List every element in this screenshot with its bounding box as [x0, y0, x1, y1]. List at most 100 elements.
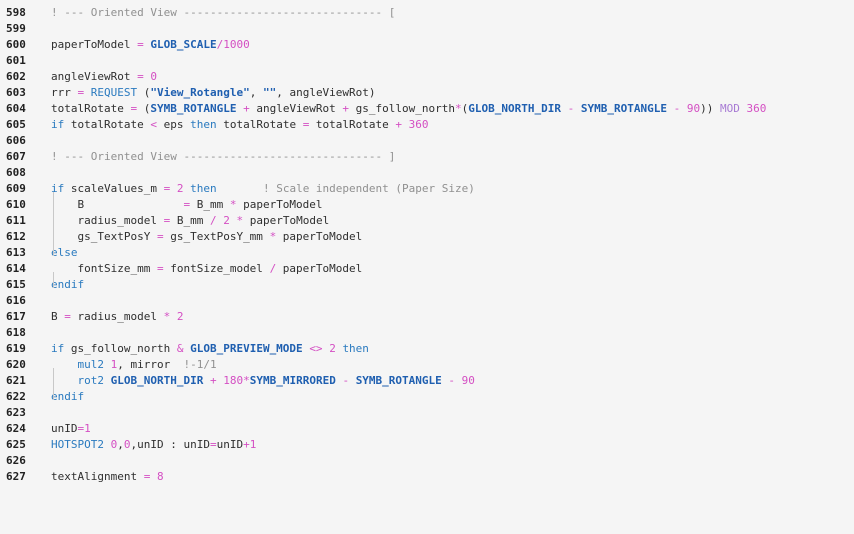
token-plain: paperToModel — [276, 230, 363, 243]
code-text[interactable]: rrr = REQUEST ("View_Rotangle", "", angl… — [51, 85, 376, 101]
token-builtin: SYMB_ROTANGLE — [580, 102, 667, 115]
token-plain — [402, 118, 409, 131]
code-line[interactable]: 618 — [0, 325, 854, 341]
code-text[interactable]: totalRotate = (SYMB_ROTANGLE + angleView… — [51, 101, 766, 117]
token-plain: totalRotate — [309, 118, 396, 131]
code-line[interactable]: 621 rot2 GLOB_NORTH_DIR + 180*SYMB_MIRRO… — [0, 373, 854, 389]
line-number: 605 — [6, 118, 26, 131]
line-number: 614 — [6, 262, 26, 275]
token-plain: , mirror — [117, 358, 184, 371]
code-text[interactable]: rot2 GLOB_NORTH_DIR + 180*SYMB_MIRRORED … — [51, 373, 475, 389]
code-line[interactable]: 598 ! --- Oriented View -----------------… — [0, 5, 854, 21]
token-comment: !-1/1 — [183, 358, 217, 371]
token-op: / — [216, 38, 224, 51]
token-plain: , — [249, 86, 263, 99]
token-plain — [170, 310, 177, 323]
token-keyword: then — [190, 118, 217, 131]
token-builtin: SYMB_ROTANGLE — [150, 102, 237, 115]
token-plain: rrr — [51, 86, 78, 99]
token-keyword: else — [51, 246, 78, 259]
code-line[interactable]: 611 radius_model = B_mm / 2 * paperToMod… — [0, 213, 854, 229]
token-string: "View_Rotangle" — [150, 86, 250, 99]
code-text[interactable]: if totalRotate < eps then totalRotate = … — [51, 117, 429, 133]
code-text[interactable]: endif — [51, 277, 84, 293]
code-line[interactable]: 614 fontSize_mm = fontSize_model / paper… — [0, 261, 854, 277]
code-line[interactable]: 623 — [0, 405, 854, 421]
code-text[interactable]: else — [51, 245, 78, 261]
token-plain — [104, 438, 111, 451]
token-op: <> — [309, 342, 323, 355]
token-op: - — [448, 374, 456, 387]
token-number: 1 — [110, 358, 118, 371]
code-line[interactable]: 615 endif — [0, 277, 854, 293]
code-text[interactable]: if gs_follow_north & GLOB_PREVIEW_MODE <… — [51, 341, 369, 357]
line-number: 615 — [6, 278, 26, 291]
token-plain: B_mm — [190, 198, 230, 211]
code-line[interactable]: 626 — [0, 453, 854, 469]
code-line[interactable]: 606 — [0, 133, 854, 149]
code-text[interactable]: paperToModel = GLOB_SCALE/1000 — [51, 37, 250, 53]
line-number: 606 — [6, 134, 26, 147]
code-text[interactable]: radius_model = B_mm / 2 * paperToModel — [51, 213, 329, 229]
code-text[interactable]: HOTSPOT2 0,0,unID : unID=unID+1 — [51, 437, 256, 453]
code-text[interactable]: endif — [51, 389, 84, 405]
token-op: = — [209, 438, 217, 451]
code-line[interactable]: 599 — [0, 21, 854, 37]
line-number: 599 — [6, 22, 26, 35]
token-number: 1 — [249, 438, 257, 451]
code-line[interactable]: 597 — [0, 0, 854, 5]
code-text[interactable]: mul2 1, mirror !-1/1 — [51, 357, 217, 373]
code-text[interactable]: ! --- Oriented View --------------------… — [51, 149, 395, 165]
token-keyword: then — [342, 342, 369, 355]
code-text[interactable]: textAlignment = 8 — [51, 469, 164, 485]
token-plain: totalRotate — [216, 118, 303, 131]
code-text[interactable]: ! --- Oriented View --------------------… — [51, 5, 395, 21]
line-number: 621 — [6, 374, 26, 387]
code-line[interactable]: 608 — [0, 165, 854, 181]
token-op: & — [176, 342, 184, 355]
token-op: = — [64, 310, 71, 323]
token-number: 0 — [123, 438, 131, 451]
code-line[interactable]: 605 if totalRotate < eps then totalRotate… — [0, 117, 854, 133]
code-line[interactable]: 601 — [0, 53, 854, 69]
token-number: 0 — [110, 438, 118, 451]
code-text[interactable]: gs_TextPosY = gs_TextPosY_mm * paperToMo… — [51, 229, 362, 245]
line-number: 601 — [6, 54, 26, 67]
code-text[interactable]: fontSize_mm = fontSize_model / paperToMo… — [51, 261, 362, 277]
code-line[interactable]: 617 B = radius_model * 2 — [0, 309, 854, 325]
token-keyword: rot2 — [77, 374, 105, 387]
token-plain — [170, 182, 177, 195]
line-number: 617 — [6, 310, 26, 323]
code-line[interactable]: 603 rrr = REQUEST ("View_Rotangle", "", a… — [0, 85, 854, 101]
token-plain: unID — [51, 422, 78, 435]
token-plain: ( — [461, 102, 469, 115]
token-op: = — [156, 230, 164, 243]
line-number: 598 — [6, 6, 26, 19]
token-plain: , angleViewRot) — [276, 86, 376, 99]
code-line[interactable]: 612 gs_TextPosY = gs_TextPosY_mm * paper… — [0, 229, 854, 245]
token-plain — [203, 374, 210, 387]
code-text[interactable]: B = B_mm * paperToModel — [51, 197, 322, 213]
code-text[interactable]: B = radius_model * 2 — [51, 309, 183, 325]
token-op: + — [395, 118, 403, 131]
code-line[interactable]: 610 B = B_mm * paperToModel — [0, 197, 854, 213]
code-text[interactable]: angleViewRot = 0 — [51, 69, 157, 85]
code-line[interactable]: 620 mul2 1, mirror !-1/1 — [0, 357, 854, 373]
code-text[interactable]: if scaleValues_m = 2 then ! Scale indepe… — [51, 181, 475, 197]
code-line[interactable]: 607! --- Oriented View -----------------… — [0, 149, 854, 165]
token-plain — [455, 374, 462, 387]
line-number: 603 — [6, 86, 26, 99]
code-text[interactable]: unID=1 — [51, 421, 91, 437]
code-line[interactable]: 616 — [0, 293, 854, 309]
